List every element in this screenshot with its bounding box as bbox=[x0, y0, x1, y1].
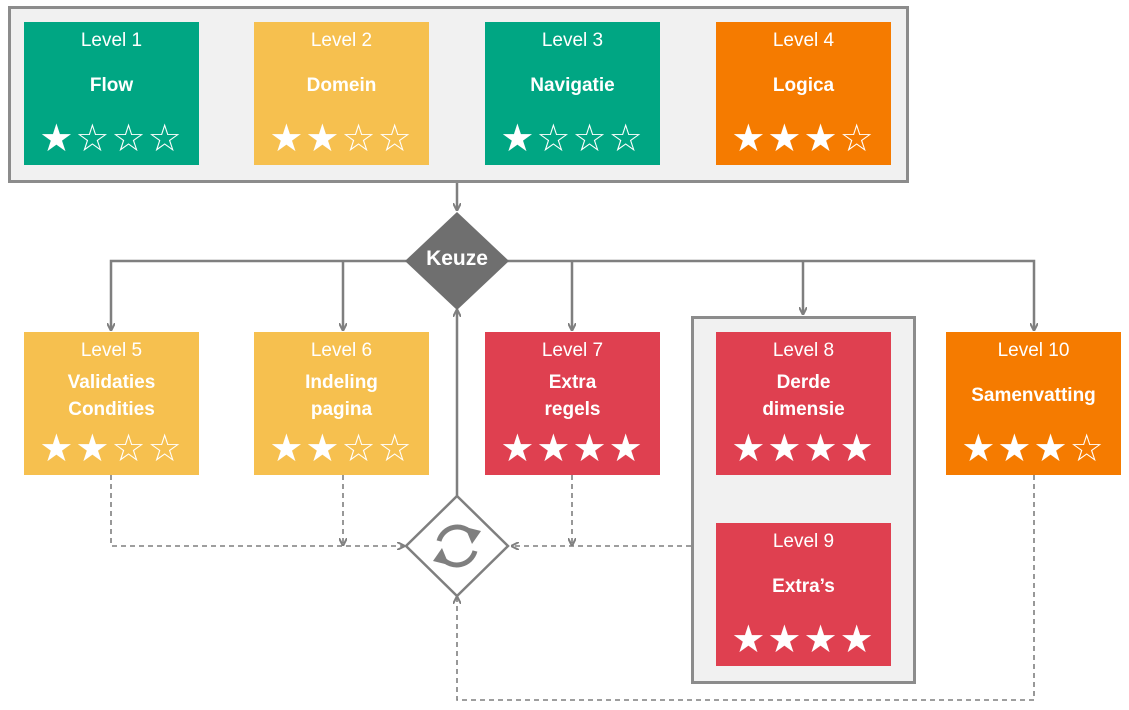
level-number: Level 9 bbox=[772, 531, 835, 552]
level-number: Level 5 bbox=[80, 340, 143, 361]
level-name: Derde dimensie bbox=[716, 369, 891, 423]
star-filled-icon: ★ bbox=[839, 428, 876, 470]
level-number: Level 6 bbox=[310, 340, 373, 361]
star-rating: ★★☆☆ bbox=[254, 119, 429, 159]
star-outline-icon: ☆ bbox=[147, 428, 184, 470]
star-filled-icon: ★ bbox=[536, 428, 573, 470]
star-filled-icon: ★ bbox=[500, 118, 537, 160]
level-number: Level 8 bbox=[772, 340, 835, 361]
star-filled-icon: ★ bbox=[731, 619, 768, 661]
level-name: Logica bbox=[772, 75, 835, 96]
cycle-diamond bbox=[404, 494, 510, 598]
return-level10-to-cycle bbox=[457, 475, 1035, 701]
level-name-line: Derde bbox=[776, 372, 831, 393]
level-number: Level 10 bbox=[997, 340, 1070, 361]
level-number: Level 7 bbox=[541, 340, 604, 361]
star-filled-icon: ★ bbox=[839, 619, 876, 661]
level-name-line: Condities bbox=[68, 399, 155, 420]
level-name: Indeling pagina bbox=[254, 369, 429, 423]
level-name-line: Indeling bbox=[305, 372, 378, 393]
arrow-keuze-to-level10 bbox=[505, 259, 1034, 330]
star-filled-icon: ★ bbox=[572, 428, 609, 470]
star-rating: ★★★☆ bbox=[716, 119, 891, 159]
star-rating: ★★★★ bbox=[485, 429, 660, 469]
level-number: Level 2 bbox=[310, 30, 373, 51]
star-filled-icon: ★ bbox=[731, 428, 768, 470]
level-name: Domein bbox=[306, 75, 377, 96]
level-name-line: Extra bbox=[548, 372, 597, 393]
level-name: Navigatie bbox=[530, 75, 615, 96]
star-rating: ★☆☆☆ bbox=[24, 119, 199, 159]
star-filled-icon: ★ bbox=[803, 428, 840, 470]
star-filled-icon: ★ bbox=[997, 428, 1034, 470]
return-level5-to-cycle bbox=[110, 475, 404, 546]
arrow-keuze-to-level5 bbox=[111, 259, 409, 330]
decision-diamond bbox=[405, 212, 509, 310]
star-filled-icon: ★ bbox=[767, 428, 804, 470]
star-rating: ★★★★ bbox=[716, 429, 891, 469]
level-number: Level 3 bbox=[541, 30, 604, 51]
star-filled-icon: ★ bbox=[500, 428, 537, 470]
star-filled-icon: ★ bbox=[269, 428, 306, 470]
refresh-arrowhead bbox=[433, 548, 449, 565]
star-outline-icon: ☆ bbox=[839, 118, 876, 160]
star-filled-icon: ★ bbox=[731, 118, 768, 160]
level-name-line: dimensie bbox=[762, 399, 845, 420]
star-outline-icon: ☆ bbox=[1069, 428, 1106, 470]
level-name-line: Validaties bbox=[67, 372, 156, 393]
star-outline-icon: ☆ bbox=[111, 428, 148, 470]
star-outline-icon: ☆ bbox=[377, 118, 414, 160]
decision-label: Keuze bbox=[426, 247, 488, 270]
star-rating: ★☆☆☆ bbox=[485, 119, 660, 159]
level-name: Flow bbox=[89, 75, 134, 96]
star-filled-icon: ★ bbox=[803, 619, 840, 661]
star-rating: ★★★★ bbox=[716, 620, 891, 660]
level-name: Extra regels bbox=[485, 369, 660, 423]
level-name: Extra’s bbox=[772, 576, 835, 597]
star-outline-icon: ☆ bbox=[608, 118, 645, 160]
star-outline-icon: ☆ bbox=[147, 118, 184, 160]
refresh-arrowhead bbox=[465, 527, 481, 544]
level-number: Level 1 bbox=[80, 30, 143, 51]
level-name: Samenvatting bbox=[971, 385, 1096, 406]
star-filled-icon: ★ bbox=[1033, 428, 1070, 470]
star-outline-icon: ☆ bbox=[341, 428, 378, 470]
star-rating: ★★☆☆ bbox=[24, 429, 199, 469]
star-rating: ★★★☆ bbox=[946, 429, 1121, 469]
star-outline-icon: ☆ bbox=[341, 118, 378, 160]
star-filled-icon: ★ bbox=[269, 118, 306, 160]
level-name-line: pagina bbox=[310, 399, 373, 420]
star-outline-icon: ☆ bbox=[111, 118, 148, 160]
star-outline-icon: ☆ bbox=[377, 428, 414, 470]
star-filled-icon: ★ bbox=[39, 118, 76, 160]
star-filled-icon: ★ bbox=[767, 118, 804, 160]
star-filled-icon: ★ bbox=[767, 619, 804, 661]
star-outline-icon: ☆ bbox=[572, 118, 609, 160]
star-filled-icon: ★ bbox=[961, 428, 998, 470]
level-number: Level 4 bbox=[772, 30, 835, 51]
star-outline-icon: ☆ bbox=[536, 118, 573, 160]
star-filled-icon: ★ bbox=[39, 428, 76, 470]
star-filled-icon: ★ bbox=[608, 428, 645, 470]
star-filled-icon: ★ bbox=[75, 428, 112, 470]
star-filled-icon: ★ bbox=[305, 118, 342, 160]
level-name-line: regels bbox=[544, 399, 601, 420]
star-filled-icon: ★ bbox=[305, 428, 342, 470]
star-filled-icon: ★ bbox=[803, 118, 840, 160]
star-rating: ★★☆☆ bbox=[254, 429, 429, 469]
star-outline-icon: ☆ bbox=[75, 118, 112, 160]
